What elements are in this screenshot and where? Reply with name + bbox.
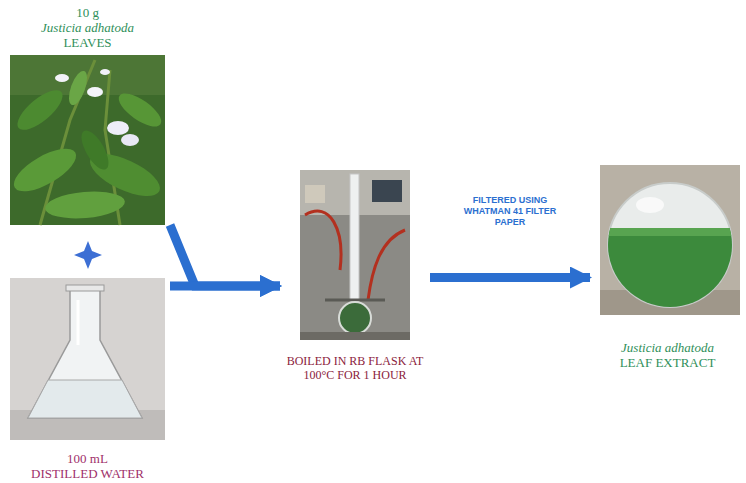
caption-group: BOILED IN RB FLASK AT 100°C FOR 1 HOUR [280, 354, 430, 382]
caption-text: DISTILLED WATER [5, 466, 170, 481]
caption-group: Justicia adhatodaLEAF EXTRACT [590, 340, 745, 370]
flow-arrow [170, 225, 280, 286]
leaf-extract-photo [600, 165, 740, 318]
water-flask-photo [10, 278, 165, 440]
caption-text: Justicia adhatoda [590, 340, 745, 355]
ingredient-leaves: 10 gJusticia adhatodaLEAVES [5, 5, 170, 225]
product-extract: Justicia adhatodaLEAF EXTRACT [590, 165, 745, 370]
leaves-photo [8, 55, 167, 225]
flow-arrow [170, 282, 280, 291]
edge-label: FILTERED USING WHATMAN 41 FILTER PAPER [463, 195, 558, 228]
caption-text: LEAF EXTRACT [590, 355, 745, 370]
flow-arrow [430, 273, 590, 282]
caption-text: BOILED IN RB FLASK AT 100°C FOR 1 HOUR [280, 354, 430, 382]
ingredient-water: 100 mLDISTILLED WATER [5, 278, 170, 481]
caption-text: 100 mL [5, 451, 170, 466]
caption-text: Justicia adhatoda [5, 20, 170, 35]
plus-symbol [74, 241, 102, 269]
caption-text: LEAVES [5, 35, 170, 50]
boiling-apparatus-photo [300, 170, 410, 340]
caption-group: 100 mLDISTILLED WATER [5, 451, 170, 481]
caption-group: 10 gJusticia adhatodaLEAVES [5, 5, 170, 50]
caption-text: 10 g [5, 5, 170, 20]
process-step: BOILED IN RB FLASK AT 100°C FOR 1 HOUR [280, 170, 430, 382]
